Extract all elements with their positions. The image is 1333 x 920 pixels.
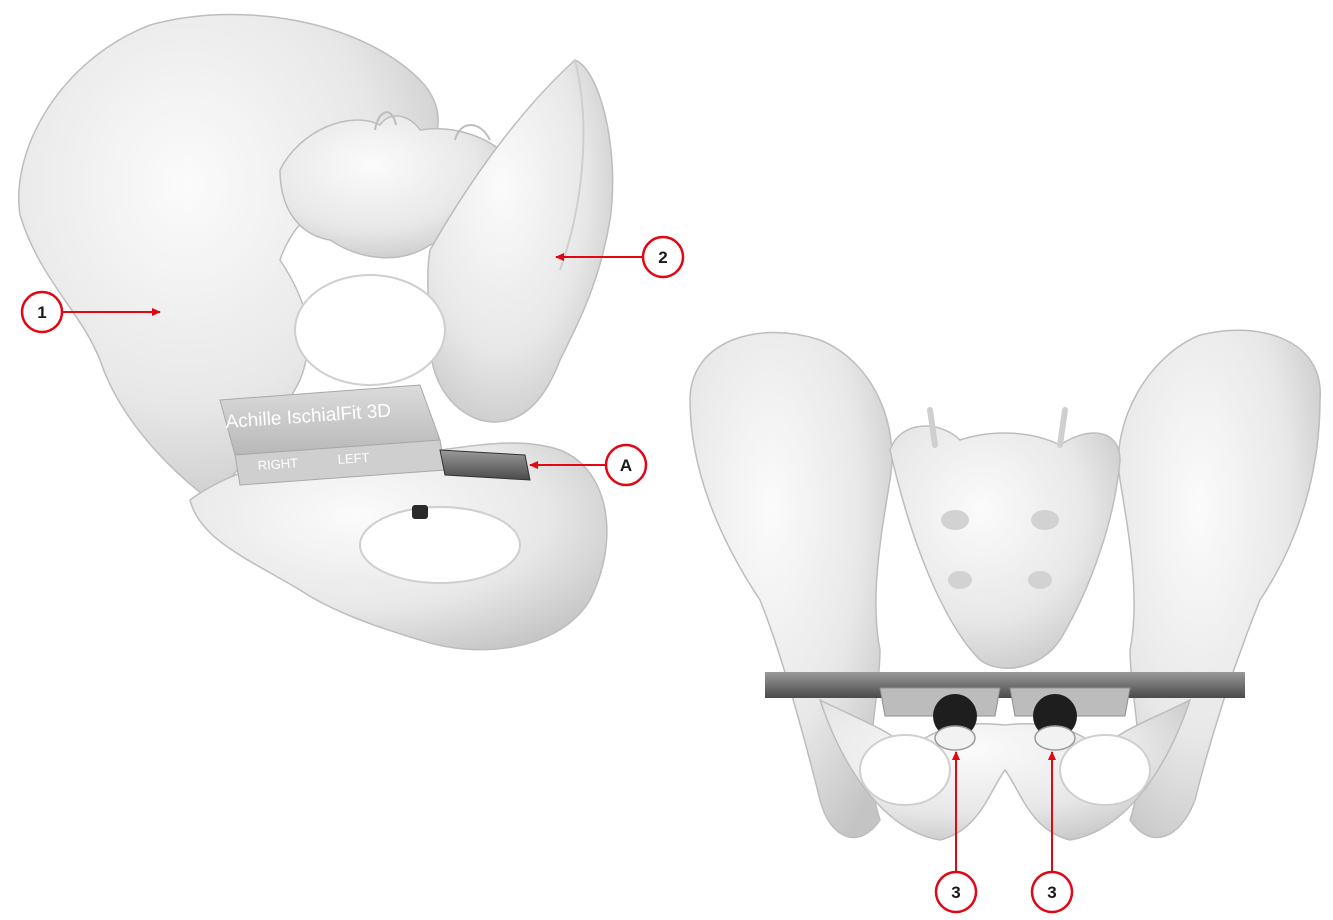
frontal-support-bar: [765, 672, 1245, 698]
ischialfit-plate: Achille IschialFit 3D RIGHT LEFT: [220, 385, 445, 485]
contralateral-ilium: [428, 60, 613, 422]
pelvis-oblique-view: Achille IschialFit 3D RIGHT LEFT: [19, 14, 613, 649]
frontal-sacrum: [890, 426, 1120, 668]
support-bar: [440, 450, 530, 480]
callout-A-label: A: [620, 456, 632, 475]
callout-3-right-label: 3: [1047, 883, 1056, 902]
plate-right-text: RIGHT: [257, 455, 298, 473]
callout-3-left-label: 3: [951, 883, 960, 902]
plate-left-text: LEFT: [337, 450, 370, 467]
right-ischial-knob: [1033, 694, 1077, 750]
left-obturator: [860, 735, 950, 805]
callout-1-label: 1: [37, 303, 46, 322]
knob-small: [412, 505, 428, 519]
callout-2-label: 2: [658, 248, 667, 267]
obturator-foramen: [360, 507, 520, 583]
pelvis-frontal-view: [690, 330, 1320, 840]
pelvic-inlet: [295, 275, 445, 385]
left-ischial-knob: [933, 694, 977, 750]
right-obturator: [1060, 735, 1150, 805]
